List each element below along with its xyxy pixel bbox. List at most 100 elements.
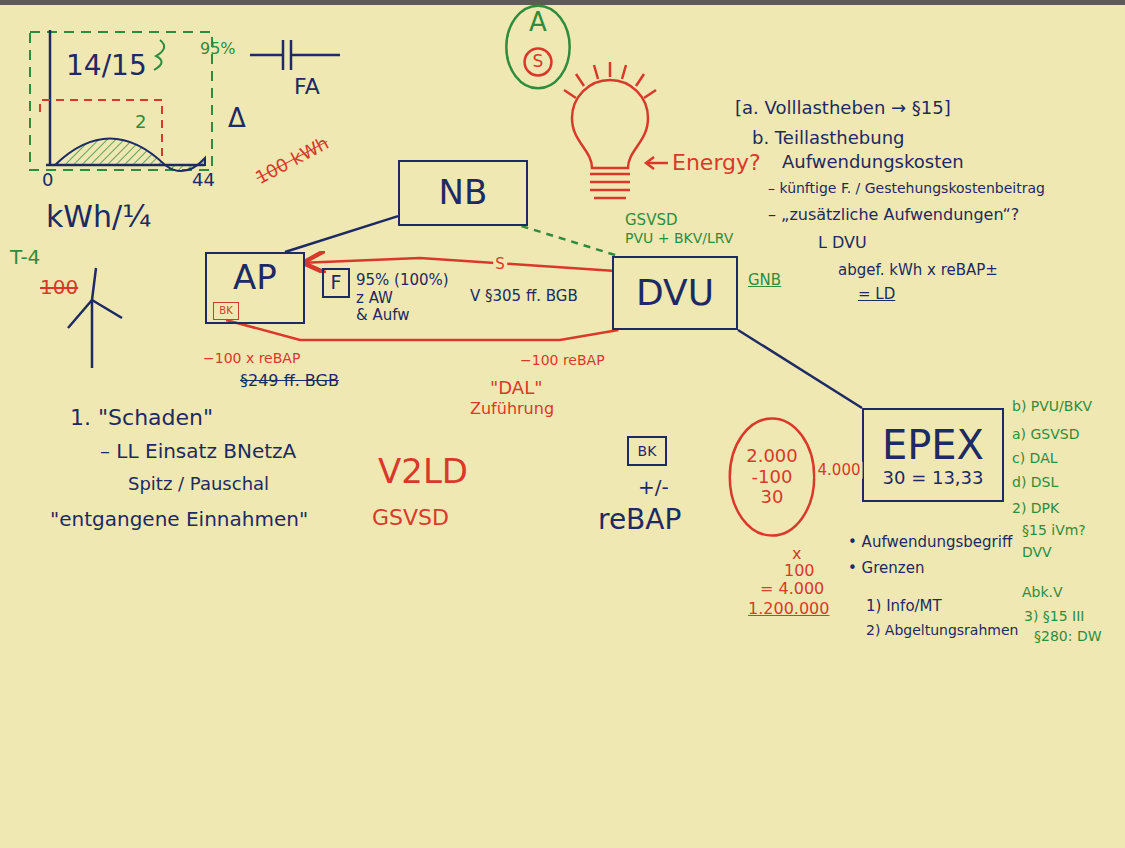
note-label: b. Teillasthebung bbox=[752, 128, 905, 149]
note-label: = LD bbox=[858, 286, 895, 303]
note-label: GSVSD bbox=[372, 505, 449, 530]
note-label: −100 reBAP bbox=[520, 352, 605, 368]
note-label: x bbox=[792, 545, 801, 563]
tag-box: BK bbox=[213, 302, 239, 320]
note-label: c) DAL bbox=[1012, 450, 1058, 466]
note-label: §280: DW bbox=[1034, 628, 1102, 644]
note-label: b) PVU/BKV bbox=[1012, 398, 1092, 414]
node-text: AP bbox=[233, 258, 277, 297]
note-label: V §305 ff. BGB bbox=[470, 288, 578, 305]
note-label: GNB bbox=[748, 272, 781, 289]
node-text: 30 = 13,33 bbox=[883, 468, 984, 489]
note-label: • Grenzen bbox=[848, 560, 924, 577]
bulb-base bbox=[590, 189, 630, 192]
note-label: [a. Volllastheben → §15] bbox=[735, 98, 951, 119]
note-label: GSVSD bbox=[625, 212, 677, 229]
capacitor-wire bbox=[250, 54, 283, 57]
bulb-base bbox=[594, 197, 626, 200]
note-label: kWh/¼ bbox=[46, 200, 151, 235]
note-label: −100 x reBAP bbox=[203, 350, 300, 366]
bulb-ray bbox=[594, 65, 598, 79]
dashed-frame bbox=[30, 32, 212, 170]
connector bbox=[522, 226, 619, 256]
node-text: F bbox=[331, 272, 342, 294]
connector bbox=[305, 258, 612, 271]
note-label: 1.200.000 bbox=[748, 600, 829, 618]
ellipse-outline bbox=[730, 418, 814, 535]
connector bbox=[285, 216, 398, 252]
ellipse-outline bbox=[506, 6, 569, 89]
note-label: 95% (100%) bbox=[356, 272, 449, 289]
node-text: BK bbox=[638, 443, 657, 459]
tag-box: BK bbox=[627, 436, 667, 466]
note-label: z AW bbox=[356, 290, 393, 307]
circle-node: S bbox=[524, 48, 552, 76]
note-label: 44 bbox=[192, 170, 215, 191]
bulb-ray bbox=[622, 65, 626, 79]
note-label: Zuführung bbox=[470, 400, 554, 418]
edge-label: S bbox=[493, 256, 507, 273]
note-label: 100 bbox=[784, 562, 815, 580]
board-frame bbox=[0, 0, 1125, 5]
note-label: §15 iVm? bbox=[1022, 522, 1086, 538]
note-label: 2) DPK bbox=[1012, 500, 1059, 516]
note-label: 1) Info/MT bbox=[866, 598, 942, 615]
note-label: 14/15 bbox=[66, 50, 147, 82]
note-label: FA bbox=[294, 74, 320, 99]
edge-label: 4.000 bbox=[816, 462, 863, 479]
note-label: 95% bbox=[200, 40, 236, 58]
connector bbox=[738, 330, 862, 408]
note-label: 2 bbox=[135, 112, 146, 133]
turbine-tower bbox=[91, 300, 94, 368]
note-label: Aufwendungskosten bbox=[782, 152, 964, 173]
note-label: PVU + BKV/LRV bbox=[625, 230, 733, 246]
note-label: +/- bbox=[638, 476, 669, 499]
process-box: EPEX30 = 13,33 bbox=[862, 408, 1004, 502]
node-text: NB bbox=[439, 173, 488, 212]
node-text: 2.000 bbox=[746, 446, 798, 467]
note-label: 100 bbox=[40, 276, 78, 299]
turbine-blade bbox=[68, 300, 92, 328]
node-text: BK bbox=[219, 305, 232, 317]
bulb-ray bbox=[609, 62, 612, 77]
note-label: – künftige F. / Gestehungskostenbeitrag bbox=[768, 180, 1045, 196]
bulb-ray bbox=[644, 90, 656, 98]
turbine-blade bbox=[92, 300, 122, 318]
bulb-base bbox=[590, 173, 630, 176]
note-label: Energy? bbox=[672, 150, 761, 175]
node-text: EPEX bbox=[882, 422, 984, 468]
note-label: T-4 bbox=[10, 246, 40, 269]
note-label: abgef. kWh x reBAP± bbox=[838, 262, 998, 279]
circle-node: AS bbox=[505, 4, 571, 90]
squiggle bbox=[154, 40, 164, 70]
capacitor-plate bbox=[282, 40, 285, 70]
note-label: 0 bbox=[42, 170, 53, 191]
capacitor-wire bbox=[291, 54, 340, 57]
red-bracket bbox=[40, 100, 162, 160]
bulb-ray bbox=[564, 90, 576, 98]
process-box: DVU bbox=[612, 256, 738, 330]
node-text: DVU bbox=[636, 272, 714, 313]
oval-node: 2.000-10030 bbox=[728, 416, 816, 538]
node-text: 30 bbox=[761, 487, 784, 508]
note-label: & Aufw bbox=[356, 307, 410, 324]
note-label: • Aufwendungsbegriff bbox=[848, 534, 1012, 551]
process-box: APBK bbox=[205, 252, 305, 324]
bulb-ray bbox=[576, 74, 584, 86]
bulb-rays bbox=[564, 62, 656, 98]
note-label: V2LD bbox=[378, 452, 468, 491]
note-label: 1. "Schaden" bbox=[70, 405, 213, 430]
note-label: 3) §15 III bbox=[1024, 608, 1084, 624]
note-label: – „zusätzliche Aufwendungen“? bbox=[768, 206, 1019, 224]
note-label: 2) Abgeltungsrahmen bbox=[866, 622, 1018, 638]
node-text: -100 bbox=[752, 467, 793, 488]
note-label: Abk.V bbox=[1022, 584, 1063, 600]
note-label: 100 kWh bbox=[252, 133, 332, 189]
note-label: = 4.000 bbox=[760, 580, 824, 598]
tag-box: F bbox=[322, 268, 350, 298]
note-label: reBAP bbox=[598, 504, 681, 536]
energy-arrow bbox=[646, 162, 668, 165]
chart-axis bbox=[49, 30, 52, 165]
